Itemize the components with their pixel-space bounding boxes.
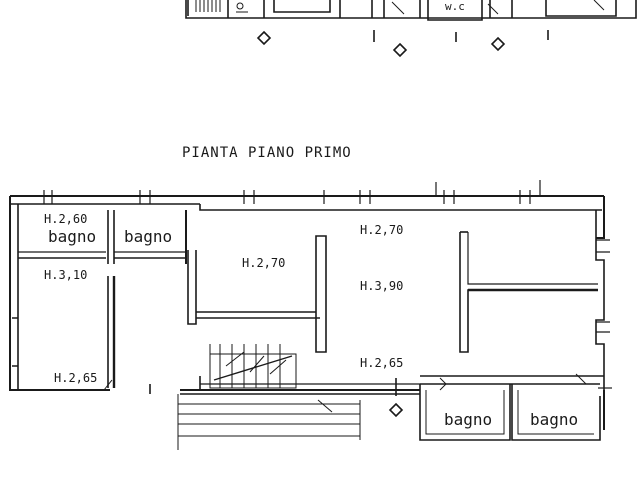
height-center-top: H.2,70 (360, 223, 404, 237)
staircase (209, 344, 297, 389)
plan-title: PIANTA PIANO PRIMO (182, 145, 352, 161)
first-floor-walls (9, 195, 605, 441)
openings-top (43, 180, 541, 204)
height-center-left: H.2,70 (242, 256, 286, 270)
height-left-bottom: H.2,65 (54, 371, 98, 385)
height-left-mid: H.3,10 (44, 268, 88, 282)
height-center-bottom: H.2,65 (360, 356, 404, 370)
wc-label: w.c (445, 0, 465, 13)
door-details (103, 373, 587, 396)
room-bagno-bottom-right: bagno (530, 410, 579, 429)
room-bagno-top-left: bagno (48, 227, 97, 246)
entrance-marker (388, 402, 404, 418)
height-center-mid: H.3,90 (360, 279, 404, 293)
openings-right (596, 239, 612, 389)
height-top-left: H.2,60 (44, 212, 88, 226)
room-bagno-top-center: bagno (124, 227, 173, 246)
upper-plan-fragment (185, 0, 637, 58)
exterior-steps (177, 394, 361, 450)
room-bagno-bottom-left: bagno (444, 410, 493, 429)
